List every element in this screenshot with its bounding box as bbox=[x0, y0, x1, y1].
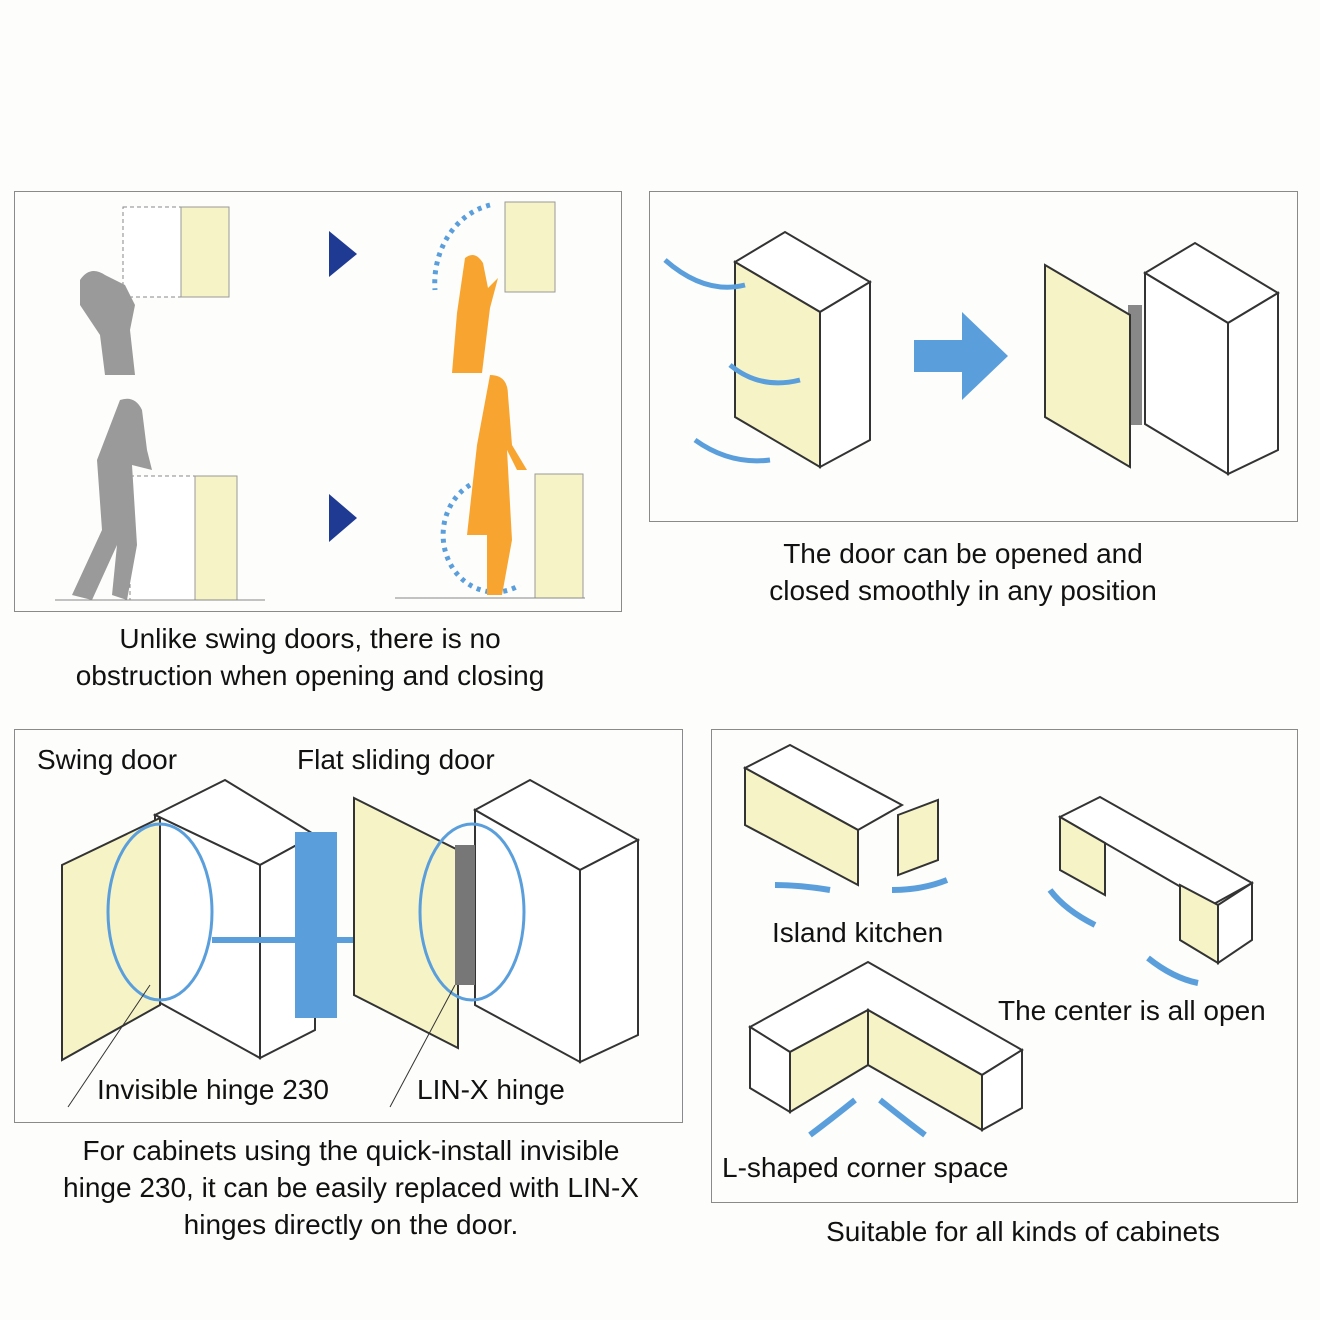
label-center-open: The center is all open bbox=[998, 995, 1266, 1026]
panel-applications bbox=[711, 729, 1298, 1203]
sliding-door-bottom-illustration bbox=[395, 375, 585, 599]
smooth-caption-line2: closed smoothly in any position bbox=[769, 575, 1157, 606]
arrow-right-icon bbox=[329, 231, 357, 277]
panel-swing-vs-sliding bbox=[14, 191, 622, 612]
label-linx-hinge: LIN-X hinge bbox=[417, 1074, 565, 1105]
label-flat-sliding-door: Flat sliding door bbox=[297, 744, 495, 775]
label-swing-door: Swing door bbox=[37, 744, 178, 775]
curved-arrow-icon bbox=[663, 258, 746, 290]
label-l-shaped: L-shaped corner space bbox=[722, 1152, 1009, 1183]
divider-bar bbox=[295, 832, 337, 1018]
swing-caption-line1: Unlike swing doors, there is no bbox=[119, 623, 501, 654]
swing-door-bottom-illustration bbox=[55, 398, 265, 601]
hinge-caption-line1: For cabinets using the quick-install inv… bbox=[82, 1135, 620, 1166]
sliding-door-top-illustration bbox=[432, 201, 556, 373]
applications-caption: Suitable for all kinds of cabinets bbox=[826, 1216, 1220, 1247]
person-gray-icon bbox=[80, 271, 135, 375]
label-invisible-hinge-230: Invisible hinge 230 bbox=[97, 1074, 329, 1105]
swing-door-top-illustration bbox=[80, 206, 230, 375]
cabinet-closed-illustration bbox=[663, 230, 872, 469]
person-gray-icon bbox=[72, 398, 152, 600]
swing-door-cabinet-illustration bbox=[61, 778, 317, 1108]
arrow-right-icon bbox=[329, 494, 357, 542]
smooth-caption-line1: The door can be opened and bbox=[783, 538, 1143, 569]
l-shaped-kitchen-illustration bbox=[748, 960, 1024, 1138]
curved-arrow-icon bbox=[728, 363, 801, 386]
flat-sliding-cabinet-illustration bbox=[353, 778, 641, 1108]
hinge-caption-line3: hinges directly on the door. bbox=[183, 1209, 519, 1240]
person-orange-icon bbox=[452, 254, 498, 373]
panel-hinge-replacement bbox=[14, 729, 683, 1123]
person-orange-icon bbox=[467, 375, 527, 595]
cabinet-open-illustration bbox=[1044, 241, 1280, 476]
panel-smooth-motion bbox=[649, 191, 1298, 522]
curved-arrow-icon bbox=[693, 437, 771, 464]
center-open-illustration bbox=[1047, 795, 1255, 986]
big-arrow-right-icon bbox=[914, 312, 1008, 400]
swing-caption-line2: obstruction when opening and closing bbox=[75, 660, 545, 691]
hinge-caption-line2: hinge 230, it can be easily replaced wit… bbox=[63, 1172, 639, 1203]
arrow-right-icon bbox=[212, 930, 420, 950]
label-island-kitchen: Island kitchen bbox=[772, 917, 944, 948]
island-kitchen-illustration bbox=[742, 743, 949, 893]
